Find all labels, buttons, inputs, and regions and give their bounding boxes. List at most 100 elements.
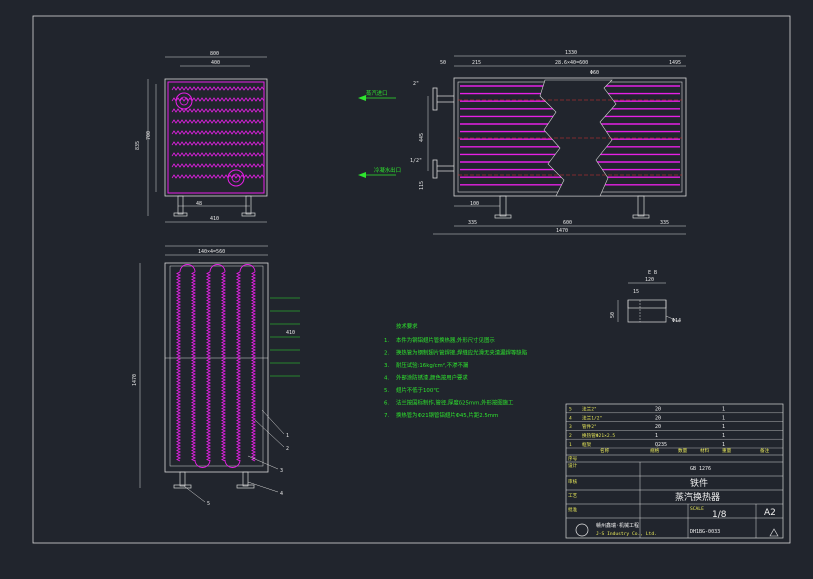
dim-side-total: 1330 bbox=[565, 50, 577, 56]
dim-side-left-a: 215 bbox=[472, 60, 481, 66]
note-text: 换热管为钢制翅片管焊接,焊缝应光滑无夹渣漏焊等缺陷 bbox=[396, 349, 527, 357]
bom-qty: 20 bbox=[655, 407, 661, 413]
notes-title: 技术要求 bbox=[396, 322, 418, 330]
tb-scale-label: SCALE bbox=[690, 506, 704, 512]
field-design: 设计 bbox=[568, 462, 578, 469]
dim-front-left-inner: 700 bbox=[146, 131, 152, 140]
tb-standard: GB 1276 bbox=[690, 466, 711, 472]
plan-return-bend bbox=[224, 459, 241, 468]
dim-side-overall: 1470 bbox=[556, 228, 568, 234]
plan-return-bend bbox=[194, 459, 211, 468]
bom-name: 法兰1/2" bbox=[582, 414, 602, 421]
dim-side-right-a: 1495 bbox=[669, 60, 681, 66]
dim-plan-width: 140×4=560 bbox=[198, 249, 225, 255]
plan-fin-tube bbox=[220, 271, 227, 462]
dim-front-left-total: 835 bbox=[135, 141, 141, 150]
front-fin-row bbox=[171, 141, 265, 146]
plan-airflow-arrows bbox=[270, 297, 300, 377]
bom-name: 换热管Φ21×2.5 bbox=[582, 432, 615, 439]
plan-return-bend bbox=[239, 264, 256, 273]
front-view: 800 400 835 700 48 410 bbox=[135, 51, 268, 223]
front-fin-row bbox=[171, 97, 265, 102]
front-fin-row bbox=[171, 108, 265, 113]
bom-header-spec: 规格 bbox=[650, 447, 660, 454]
drawing-border bbox=[32, 15, 791, 544]
detail-dim-c: 50 bbox=[610, 312, 616, 318]
dim-plan-height: 1470 bbox=[132, 374, 138, 386]
label-thread-inlet: 2" bbox=[413, 81, 419, 87]
bom-name: 法兰2" bbox=[582, 406, 597, 413]
callout-5: 5 bbox=[207, 501, 210, 507]
dim-front-bottom-b: 410 bbox=[210, 216, 219, 222]
plan-view: 410 140×4=560 1470 1 2 3 4 5 bbox=[132, 245, 300, 507]
bom-name: 框架 bbox=[582, 441, 592, 448]
note-text: 法兰按国标制作,管径,厚度δ25mm,外形按图施工 bbox=[396, 399, 514, 407]
plan-fin-tube bbox=[235, 271, 242, 462]
note-number: 6. bbox=[384, 401, 389, 407]
detail-dim-b: 15 bbox=[633, 289, 639, 295]
bom-name: 管件2" bbox=[582, 423, 597, 430]
detail-dim-d: Φ14 bbox=[672, 318, 681, 324]
tb-drawing-no: DH1BG-0033 bbox=[690, 529, 720, 535]
dim-side-pitch: 28.6×40=600 bbox=[555, 60, 588, 66]
bom-no: 5 bbox=[569, 407, 572, 413]
dim-side-bot-a: 100 bbox=[470, 201, 479, 207]
bom-qty: 1 bbox=[655, 433, 658, 439]
bom-qty: Q235 bbox=[655, 442, 667, 448]
outlet-port-circle bbox=[227, 169, 245, 187]
bom-amount: 1 bbox=[722, 407, 725, 413]
tb-company: 赣州鑫瑞·机械工程 bbox=[596, 522, 639, 529]
callout-3: 3 bbox=[280, 468, 283, 474]
dim-side-fin: Φ60 bbox=[590, 70, 599, 76]
note-number: 4. bbox=[384, 376, 389, 382]
technical-notes: 技术要求 1.本件为钢铝翅片管换热器,外形尺寸见图示2.换热管为钢制翅片管焊接,… bbox=[384, 322, 527, 419]
dim-side-offset: 445 bbox=[419, 133, 425, 142]
plan-fin-tube bbox=[175, 271, 182, 462]
note-number: 7. bbox=[384, 413, 389, 419]
tb-material: 铁件 bbox=[690, 477, 708, 489]
bom-no: 2 bbox=[569, 433, 572, 439]
tb-company-en: J-S Industry Co., Ltd. bbox=[596, 531, 657, 537]
callout-1: 1 bbox=[286, 433, 289, 439]
plan-fin-tube bbox=[190, 271, 197, 462]
front-fin-coils bbox=[171, 86, 265, 179]
detail-view: E B 120 15 50 Φ14 bbox=[610, 270, 681, 324]
bom-header-no: 序号 bbox=[568, 455, 578, 462]
label-condensate-outlet: 冷凝水出口 bbox=[374, 166, 401, 174]
dim-side-bot-c: 600 bbox=[563, 220, 572, 226]
dim-side-bot-b: 335 bbox=[468, 220, 477, 226]
bom-amount: 1 bbox=[722, 415, 725, 421]
note-text: 耐压试验:16kg/cm²,不渗不漏 bbox=[396, 361, 469, 369]
bom-header-note: 备注 bbox=[760, 447, 770, 454]
field-approve: 批准 bbox=[568, 506, 578, 513]
dim-side-low: 115 bbox=[419, 181, 425, 190]
note-text: 换热管为Φ21钢管铝翅片Φ45,片距2.5mm bbox=[396, 411, 498, 419]
bom-header-material: 材料 bbox=[700, 447, 710, 454]
dim-front-bottom-a: 48 bbox=[196, 201, 202, 207]
plan-return-bend bbox=[209, 264, 226, 273]
front-fin-row bbox=[171, 86, 265, 91]
dim-front-top-inner: 400 bbox=[211, 60, 220, 66]
note-number: 1. bbox=[384, 338, 389, 344]
company-logo-icon bbox=[575, 523, 589, 537]
callout-2: 2 bbox=[286, 446, 289, 452]
bom-header-weight: 重量 bbox=[722, 447, 732, 454]
tb-drawing-name: 蒸汽换热器 bbox=[675, 491, 720, 503]
bom-amount: 1 bbox=[722, 424, 725, 430]
bom-header-name: 名称 bbox=[600, 447, 610, 454]
detail-dim-a: 120 bbox=[645, 277, 654, 283]
bom-no: 1 bbox=[569, 442, 572, 448]
front-fin-row bbox=[171, 119, 265, 124]
note-number: 5. bbox=[384, 388, 389, 394]
tb-sheet-size: A2 bbox=[764, 508, 776, 518]
label-steam-inlet: 蒸汽进口 bbox=[366, 89, 388, 97]
inlet-port-circle bbox=[175, 92, 193, 110]
note-number: 3. bbox=[384, 363, 389, 369]
plan-fin-tube bbox=[205, 271, 212, 462]
note-text: 本件为钢铝翅片管换热器,外形尺寸见图示 bbox=[396, 336, 495, 344]
bom-header-qty: 数量 bbox=[678, 447, 688, 454]
bom-no: 4 bbox=[569, 415, 572, 421]
front-fin-row bbox=[171, 163, 265, 168]
detail-title: E B bbox=[648, 270, 657, 276]
field-review: 审核 bbox=[568, 478, 578, 485]
